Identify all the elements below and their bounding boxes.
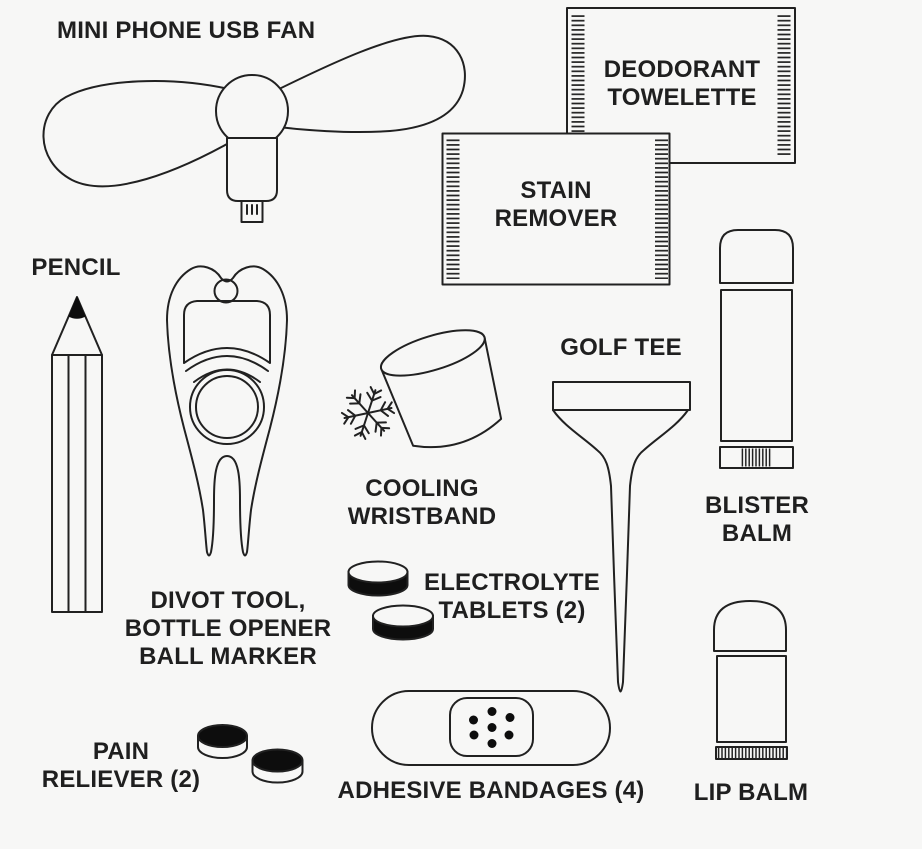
- deodorant-towelette-drawing: [566, 7, 796, 164]
- deodorant-towelette-label: DEODORANT TOWELETTE: [603, 56, 761, 111]
- golf-tee-label: GOLF TEE: [560, 334, 682, 361]
- lip-balm-cap: [713, 600, 787, 652]
- electrolyte-tablets-drawing: [347, 560, 434, 641]
- tee-shaft: [552, 409, 689, 693]
- pain-reliever-drawing: [197, 724, 304, 784]
- wristband-top: [379, 329, 486, 377]
- electrolyte-tablets-label: ELECTROLYTE TABLETS (2): [423, 569, 601, 624]
- blister-balm-body: [720, 289, 793, 442]
- tee-head: [552, 381, 691, 411]
- adhesive-bandage-drawing: [371, 690, 611, 766]
- divot-tool-label: DIVOT TOOL, BOTTLE OPENER BALL MARKER: [124, 587, 332, 670]
- fan-body: [226, 137, 278, 202]
- lip-balm-dial-stripes: [717, 748, 786, 758]
- fan-hub: [215, 74, 289, 148]
- blister-balm-cap: [719, 229, 794, 284]
- usb-fan-drawing: [42, 34, 466, 223]
- pencil-label: PENCIL: [31, 254, 121, 281]
- pencil-body: [51, 354, 103, 613]
- keyring-hole: [213, 278, 239, 304]
- blister-balm-label: BLISTER BALM: [704, 492, 810, 547]
- blister-balm-dial: [741, 448, 772, 467]
- divot-tool-drawing: [166, 265, 288, 557]
- ball-marker-outer: [189, 369, 265, 445]
- lip-balm-drawing: [713, 600, 788, 760]
- golf-tee-drawing: [552, 381, 691, 693]
- cooling-wristband-drawing: [379, 329, 503, 449]
- stain-remover-drawing: [441, 132, 671, 286]
- lip-balm-label: LIP BALM: [693, 779, 809, 806]
- pencil-drawing: [51, 296, 103, 613]
- adhesive-bandages-label: ADHESIVE BANDAGES (4): [337, 777, 645, 804]
- packet-crimp-left: [446, 139, 460, 279]
- lip-balm-body: [716, 655, 787, 743]
- fan-blade-left: [42, 80, 237, 188]
- bottle-opener-cutout: [183, 300, 271, 364]
- fan-blade-right: [270, 34, 466, 134]
- fan-label: MINI PHONE USB FAN: [57, 17, 316, 44]
- bandage-pad-dots: [469, 707, 515, 748]
- fan-usb-pins: [246, 204, 258, 215]
- bandage-pad: [449, 697, 534, 757]
- cooling-wristband-label: COOLING WRISTBAND: [347, 475, 497, 530]
- pencil-lead-tip: [68, 296, 86, 319]
- blister-balm-drawing: [719, 229, 794, 469]
- packet-crimp-right: [777, 14, 791, 157]
- ball-marker-inner: [195, 375, 259, 439]
- packet-crimp-right: [655, 139, 668, 279]
- stain-remover-label: STAIN REMOVER: [494, 177, 618, 232]
- divot-tool-outline: [166, 265, 288, 557]
- pain-reliever-label: PAIN RELIEVER (2): [41, 738, 201, 793]
- packet-crimp-left: [571, 14, 585, 157]
